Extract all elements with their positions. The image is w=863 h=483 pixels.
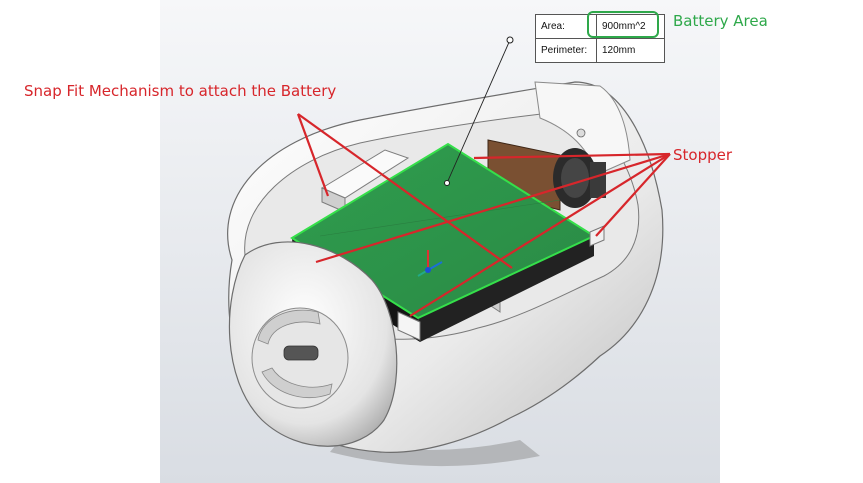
stopper-annotation: Stopper [673,146,733,164]
battery-area-annotation: Battery Area [673,12,768,30]
measurement-table: Area: 900mm^2 Perimeter: 120mm [535,14,665,63]
perimeter-row: Perimeter: 120mm [535,38,665,63]
coordinate-triad [417,250,443,277]
rear-wall [534,81,631,176]
shell-shadow [330,440,540,467]
perimeter-value: 120mm [596,38,665,63]
perimeter-label: Perimeter: [535,38,597,63]
area-highlight-box [587,11,659,38]
rear-wall-hole [576,128,586,138]
snap-fit-annotation: Snap Fit Mechanism to attach the Battery [24,82,337,100]
measure-leader [444,36,514,186]
stopper-pointer-lines [315,152,671,317]
end-cap [228,241,398,447]
snap-fit-pointer-lines [296,113,513,269]
